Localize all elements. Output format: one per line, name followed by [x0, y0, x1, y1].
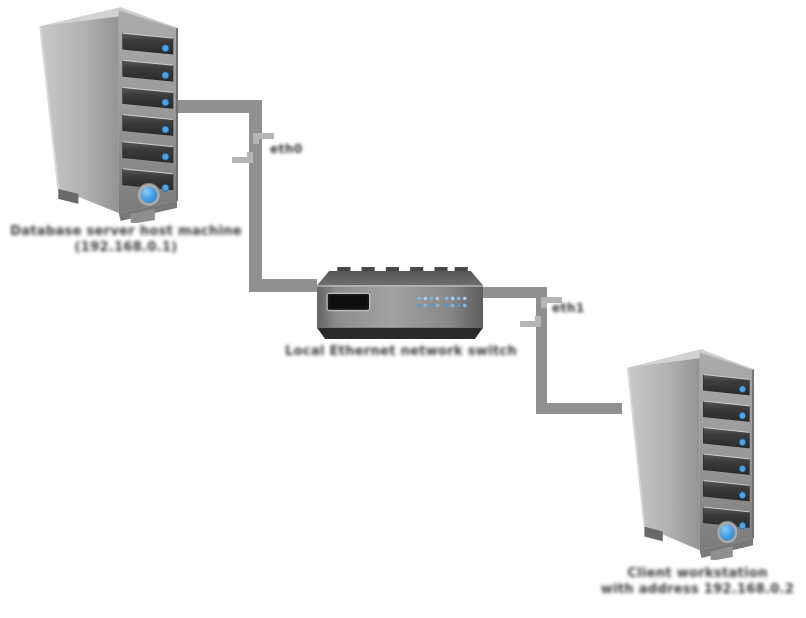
server-b-label: Client workstation with address 192.168.…	[595, 566, 800, 598]
tower-computer-icon	[12, 4, 178, 223]
server-b-label-line2: with address 192.168.0.2	[600, 582, 795, 597]
cable-a-horizontal-top	[168, 100, 262, 113]
cable-b-horizontal-top	[480, 287, 542, 298]
cable-a-horizontal-bottom	[249, 279, 317, 292]
port-label-a: eth0	[270, 142, 303, 156]
cable-b-vertical	[536, 287, 547, 414]
cable-b-horizontal-bottom	[536, 403, 622, 414]
server-a-label: Database server host machine (192.168.0.…	[6, 224, 246, 256]
cable-a-vertical	[249, 100, 262, 292]
server-a-label-line2: (192.168.0.1)	[74, 240, 178, 255]
switch-label: Local Ethernet network switch	[285, 344, 517, 360]
server-b-label-line1: Client workstation	[627, 566, 768, 581]
switch-label-line1: Local Ethernet network switch	[285, 344, 517, 359]
server-a-label-line1: Database server host machine	[10, 224, 242, 239]
port-label-b: eth1	[552, 301, 585, 315]
ethernet-switch-icon	[315, 267, 485, 343]
tower-computer-icon	[602, 346, 754, 560]
